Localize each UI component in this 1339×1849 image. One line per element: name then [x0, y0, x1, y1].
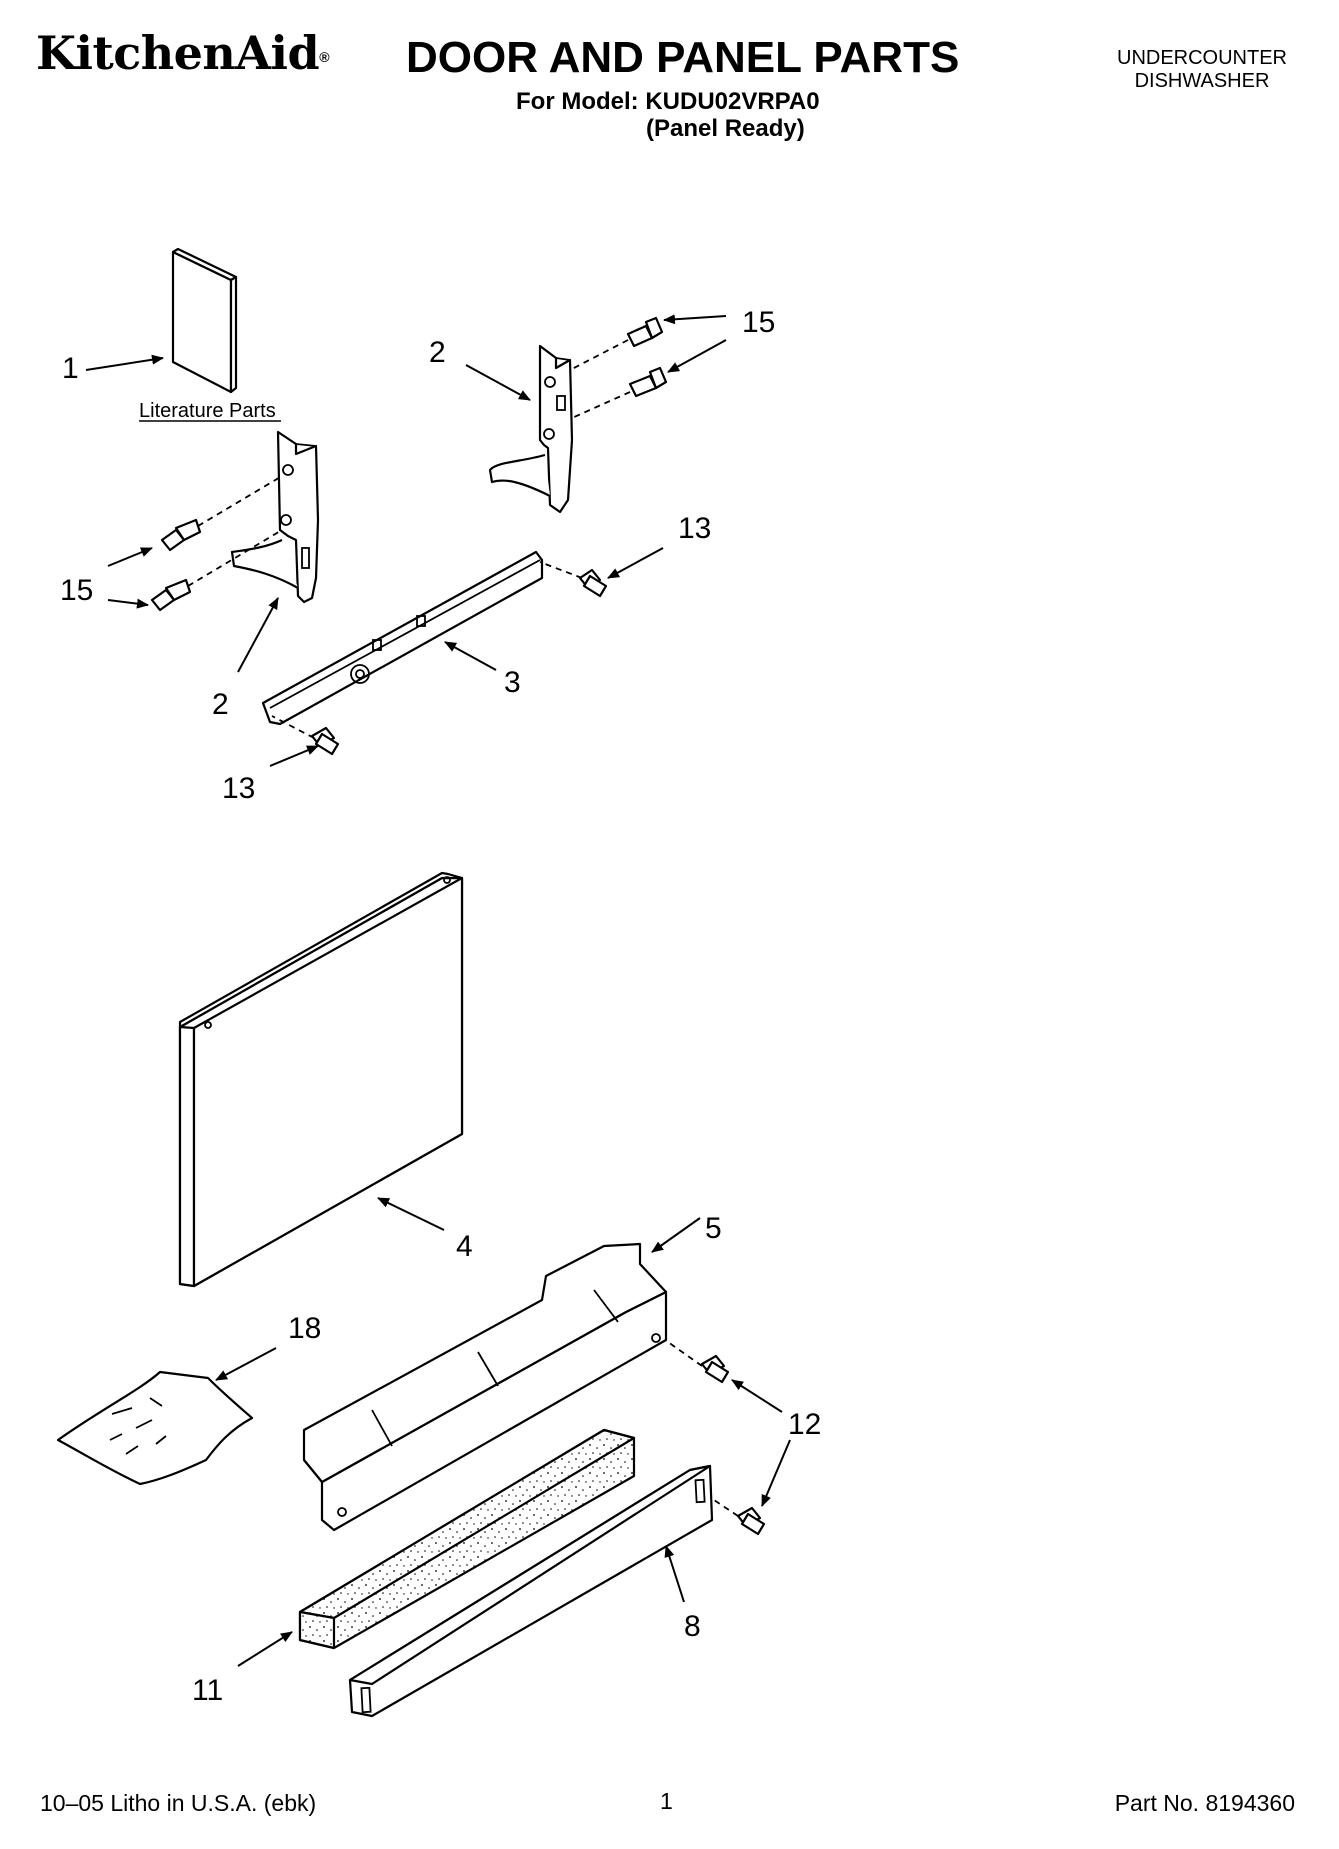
leader-11: [237, 1631, 293, 1667]
dash-13-upper: [539, 561, 583, 579]
door-bracket-right: [488, 344, 574, 514]
insulation-foam-strip: [298, 1428, 636, 1650]
screw-15-upper-a: [626, 316, 664, 348]
dash-12-upper: [667, 1341, 703, 1367]
callout-2-upper: 2: [429, 336, 446, 369]
leader-12-lower: [761, 1439, 791, 1507]
dash-15-b: [571, 391, 631, 419]
screw-12-upper: [700, 1354, 730, 1384]
leader-13-lower: [269, 745, 319, 767]
literature-parts: [171, 247, 238, 394]
brand-logo: KitchenAid®: [36, 30, 330, 76]
callout-13-upper: 13: [678, 512, 711, 545]
toe-kick-trim: [348, 1464, 714, 1718]
callout-8: 8: [684, 1610, 701, 1643]
callout-11: 11: [192, 1674, 223, 1707]
hardware-bag: [56, 1370, 254, 1486]
dash-15-c: [197, 475, 283, 527]
screw-15-lower-b: [150, 578, 192, 612]
door-bracket-left: [230, 430, 320, 604]
category-line-1: UNDERCOUNTER: [1117, 47, 1287, 69]
screw-13-lower: [310, 726, 340, 756]
door-panel: [178, 871, 464, 1288]
product-category: UNDERCOUNTER DISHWASHER: [1117, 47, 1287, 93]
leader-18: [215, 1347, 277, 1381]
leader-5: [651, 1217, 701, 1253]
registered-mark: ®: [319, 49, 330, 65]
callout-2-lower: 2: [212, 688, 229, 721]
leader-15-lower-b: [107, 598, 149, 609]
callout-12: 12: [788, 1408, 821, 1441]
brand-name: KitchenAid: [36, 26, 320, 80]
callout-13-lower: 13: [222, 772, 255, 805]
support-rail: [261, 550, 544, 726]
leader-15-upper-a: [663, 314, 727, 325]
screw-15-upper-b: [628, 366, 668, 398]
leader-15-upper-b: [667, 339, 727, 373]
dash-15-a: [569, 339, 629, 371]
callout-5: 5: [705, 1212, 722, 1245]
page-number: 1: [660, 1788, 673, 1814]
callout-15-upper: 15: [742, 306, 775, 339]
screw-12-lower: [736, 1506, 766, 1536]
model-line: For Model: KUDU02VRPA0: [516, 88, 820, 115]
dash-15-d: [187, 529, 283, 587]
callout-4: 4: [456, 1230, 473, 1263]
dash-13-lower: [271, 715, 315, 739]
leader-2-upper: [465, 364, 531, 401]
callout-15-lower: 15: [60, 574, 93, 607]
literature-parts-label: Literature Parts: [139, 400, 276, 422]
leader-12-upper: [731, 1379, 783, 1413]
callout-1: 1: [62, 352, 79, 385]
leader-1: [85, 354, 164, 371]
callout-18: 18: [288, 1312, 321, 1345]
category-line-2: DISHWASHER: [1134, 70, 1270, 92]
part-number: Part No. 8194360: [1114, 1790, 1295, 1816]
screw-13-upper: [578, 568, 608, 598]
leader-3: [444, 641, 497, 671]
leader-15-lower-a: [107, 547, 153, 567]
model-note: (Panel Ready): [646, 115, 805, 142]
litho-info: 10–05 Litho in U.S.A. (ebk): [40, 1790, 317, 1816]
screw-15-lower-a: [160, 518, 202, 552]
kick-panel-bracket: [302, 1242, 668, 1532]
leader-13-upper: [607, 547, 664, 579]
leader-2-lower: [237, 597, 279, 673]
leader-4: [377, 1197, 445, 1231]
page-title: DOOR AND PANEL PARTS: [406, 33, 960, 82]
callout-3: 3: [504, 666, 521, 699]
leader-8: [664, 1545, 685, 1603]
